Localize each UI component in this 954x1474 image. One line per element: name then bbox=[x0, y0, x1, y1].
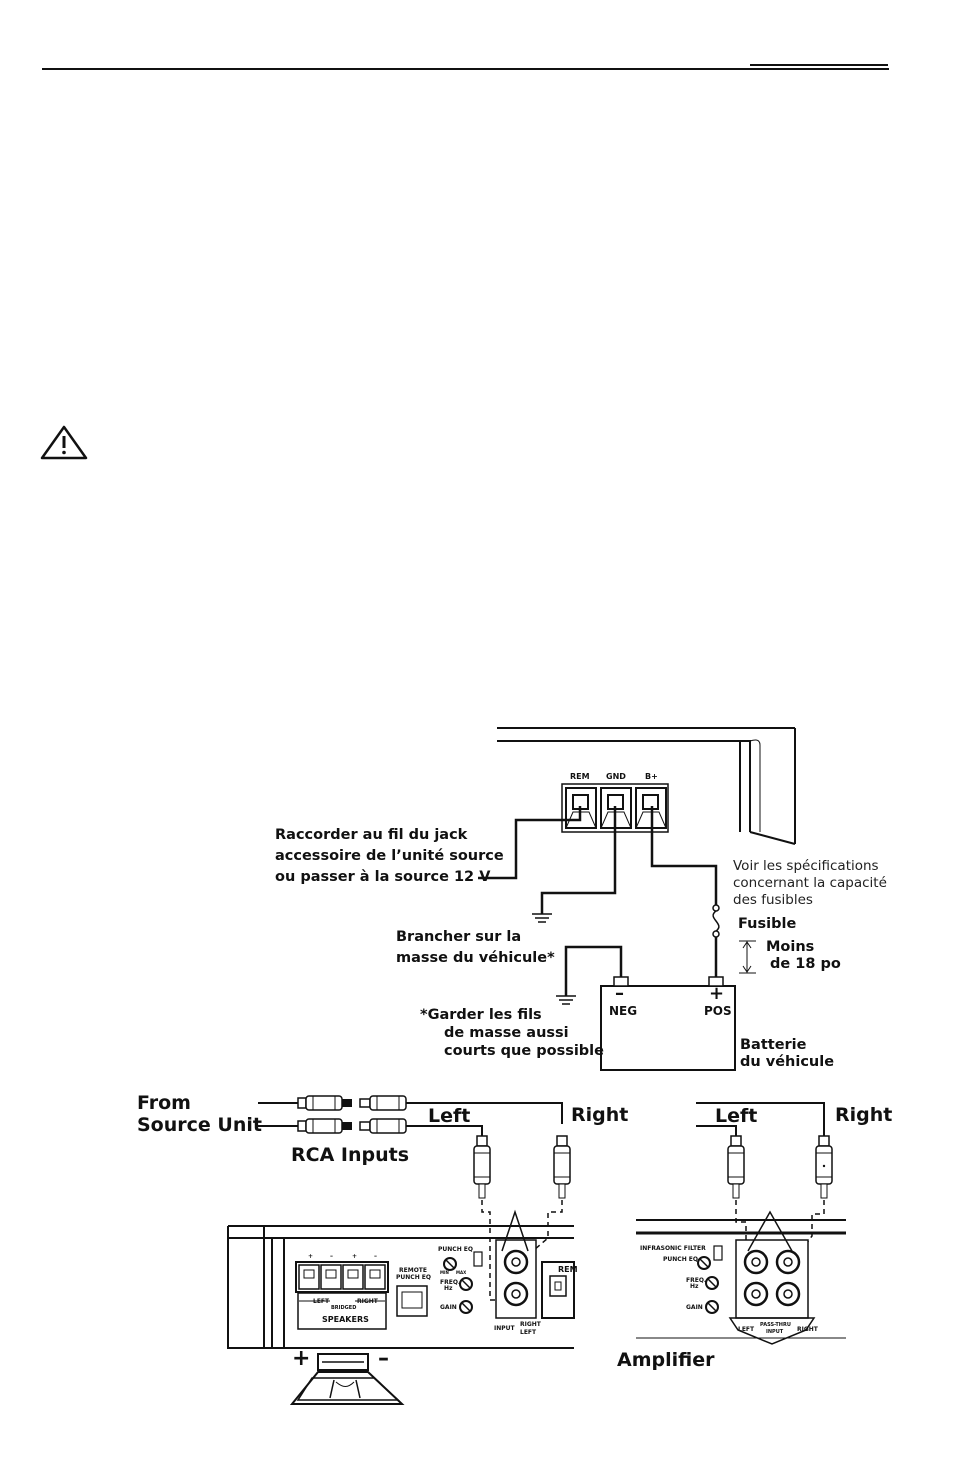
terminal-gnd-label: GND bbox=[606, 772, 626, 781]
battery-neg-symbol: – bbox=[615, 983, 624, 1004]
source-unit-label: Source Unit bbox=[137, 1114, 262, 1136]
panel1-punch-eq-remote-label: PUNCH EQ bbox=[396, 1274, 431, 1281]
panel2-right-label: RIGHT bbox=[797, 1326, 819, 1333]
panel1-left-input-label: LEFT bbox=[520, 1329, 537, 1336]
panel1-remote-label: REMOTE bbox=[399, 1267, 427, 1274]
rca-vertical-plug-left-2 bbox=[727, 1135, 745, 1199]
header-rule bbox=[42, 68, 889, 70]
panel1-gain-label: GAIN bbox=[440, 1304, 457, 1311]
ground-line-2: masse du véhicule* bbox=[396, 950, 555, 966]
panel1-rem-label: REM bbox=[558, 1265, 578, 1274]
panel1-hz-label: Hz bbox=[444, 1285, 453, 1292]
battery-line-1: Batterie bbox=[740, 1037, 807, 1053]
header-accent-rule bbox=[750, 64, 888, 66]
panel1-plus-2: + bbox=[352, 1253, 357, 1260]
rca-vertical-plug-left-1 bbox=[473, 1135, 491, 1199]
panel1-speakers-label: SPEAKERS bbox=[322, 1315, 369, 1324]
from-label: From bbox=[137, 1092, 191, 1114]
battery-line-2: du véhicule bbox=[740, 1054, 835, 1070]
input-jack-left-1 bbox=[503, 1281, 529, 1307]
left-label-2: Left bbox=[715, 1105, 758, 1127]
remote-connect-line-2: accessoire de l’unité source bbox=[275, 848, 504, 864]
fuse-spec-line-3: des fusibles bbox=[733, 892, 813, 908]
freq-knob-2 bbox=[705, 1276, 719, 1290]
remote-connect-line-1: Raccorder au fil du jack bbox=[275, 827, 468, 843]
ground-note-line-3: courts que possible bbox=[444, 1043, 604, 1059]
battery-neg-label: NEG bbox=[609, 1004, 638, 1018]
panel1-punch-eq-label: PUNCH EQ bbox=[438, 1246, 473, 1253]
panel1-max-label: MAX bbox=[456, 1270, 466, 1275]
panel2-left-label: LEFT bbox=[738, 1326, 755, 1333]
rca-plug-right-source bbox=[258, 1118, 352, 1134]
panel1-minus-1: – bbox=[330, 1253, 333, 1260]
fuse-spec-line-1: Voir les spécifications bbox=[733, 858, 879, 874]
panel1-input-label: INPUT bbox=[494, 1325, 516, 1332]
rca-vertical-plug-right-2 bbox=[815, 1135, 833, 1199]
punch-eq-knob-1 bbox=[443, 1257, 457, 1271]
panel1-right-input-label: RIGHT bbox=[520, 1321, 542, 1328]
terminal-rem-label: REM bbox=[570, 772, 590, 781]
panel2-hz-label: Hz bbox=[690, 1283, 699, 1290]
freq-knob-1 bbox=[459, 1277, 473, 1291]
panel1-minus-2: – bbox=[374, 1253, 377, 1260]
right-label-1: Right bbox=[571, 1104, 629, 1126]
panel1-plus-1: + bbox=[308, 1253, 313, 1260]
amplifier-label: Amplifier bbox=[617, 1349, 715, 1371]
ground-note-line-2: de masse aussi bbox=[444, 1025, 569, 1041]
right-label-2: Right bbox=[835, 1104, 893, 1126]
rca-vertical-plug-right-1 bbox=[553, 1135, 571, 1199]
fuse-label: Fusible bbox=[738, 916, 797, 932]
panel2-input-label: INPUT bbox=[766, 1329, 784, 1335]
gain-knob-2 bbox=[705, 1300, 719, 1314]
fuse-spec-line-2: concernant la capacité bbox=[733, 875, 887, 891]
panel1-right-label: RIGHT bbox=[357, 1298, 379, 1305]
panel2-punch-eq-label: PUNCH EQ bbox=[663, 1256, 698, 1263]
panel1-min-label: MIN bbox=[440, 1270, 449, 1275]
panel2-passthru-label: PASS-THRU bbox=[760, 1322, 791, 1328]
terminal-bplus-label: B+ bbox=[645, 772, 658, 781]
panel1-freq-label: FREQ. bbox=[440, 1279, 460, 1286]
remote-connect-line-3: ou passer à la source 12 V bbox=[275, 869, 491, 885]
terminal-rem bbox=[565, 787, 597, 829]
gain-knob-1 bbox=[459, 1300, 473, 1314]
panel2-infrasonic-label: INFRASONIC FILTER bbox=[640, 1245, 706, 1252]
input-jack-right-1 bbox=[503, 1249, 529, 1275]
rca-inputs-label: RCA Inputs bbox=[291, 1144, 410, 1166]
ground-note-line-1: *Garder les fils bbox=[420, 1007, 542, 1023]
terminal-gnd bbox=[600, 787, 632, 829]
distance-line-1: Moins bbox=[766, 939, 815, 955]
rca-plug-left-source bbox=[258, 1095, 352, 1111]
speaker-minus-label: – bbox=[378, 1346, 389, 1371]
ground-line-1: Brancher sur la bbox=[396, 929, 522, 945]
punch-eq-knob-2 bbox=[697, 1256, 711, 1270]
panel1-bridged-label: BRIDGED bbox=[331, 1305, 356, 1311]
battery-pos-label: POS bbox=[704, 1004, 732, 1018]
distance-line-2: de 18 po bbox=[770, 956, 841, 972]
battery-pos-symbol: + bbox=[709, 983, 725, 1004]
terminal-bplus bbox=[635, 787, 667, 829]
left-label-1: Left bbox=[428, 1105, 471, 1127]
panel2-gain-label: GAIN bbox=[686, 1304, 703, 1311]
panel2-freq-label: FREQ. bbox=[686, 1277, 706, 1284]
speaker-plus-label: + bbox=[292, 1346, 311, 1371]
panel1-left-label: LEFT bbox=[313, 1298, 330, 1305]
